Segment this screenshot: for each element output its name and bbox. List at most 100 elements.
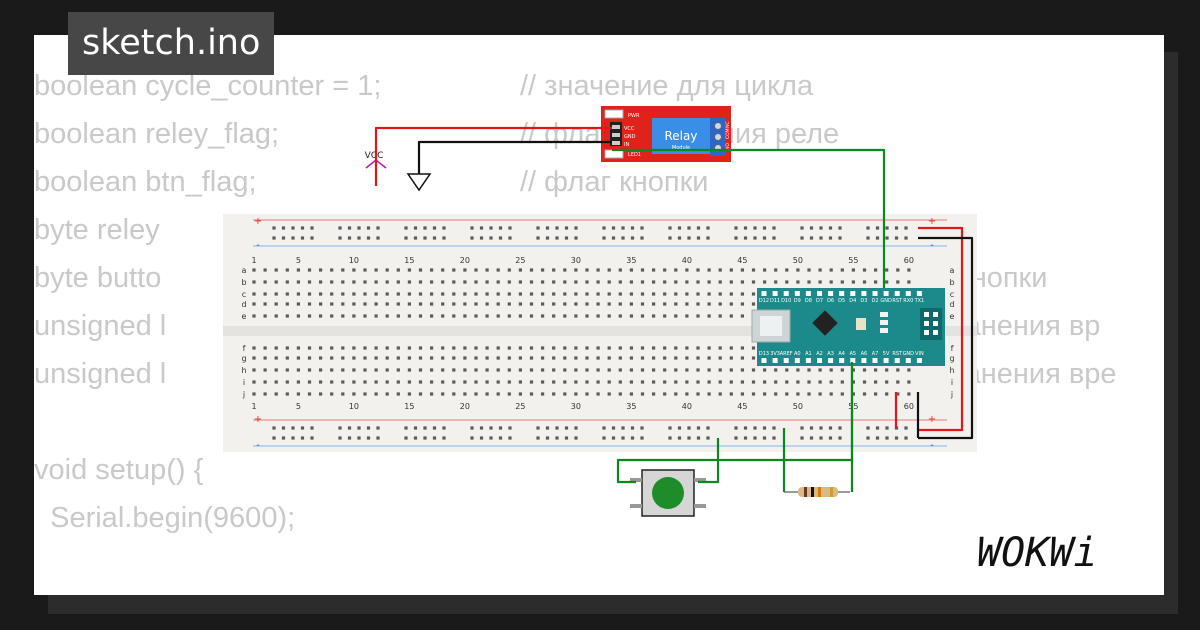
breadboard-hole [252, 268, 256, 272]
pin-label: A6 [861, 351, 868, 357]
breadboard-hole [685, 392, 689, 396]
breadboard-hole [470, 226, 474, 230]
breadboard-hole [674, 346, 678, 350]
column-label: 35 [626, 256, 636, 265]
breadboard-hole [498, 426, 503, 430]
breadboard-hole [529, 380, 534, 384]
breadboard-hole [385, 292, 389, 296]
breadboard-hole [285, 314, 289, 318]
button-cap [652, 477, 684, 509]
header-pin [905, 358, 911, 363]
breadboard-hole [452, 346, 456, 350]
breadboard-hole [507, 346, 511, 350]
breadboard-hole [485, 280, 489, 284]
breadboard-hole [441, 268, 445, 272]
file-tab[interactable]: sketch.ino [68, 12, 275, 75]
breadboard-hole [274, 314, 278, 318]
header-pin [817, 358, 822, 363]
breadboard-hole [307, 292, 312, 296]
breadboard-hole [366, 226, 371, 230]
breadboard-hole [496, 392, 500, 396]
wire-relay-signal [612, 148, 886, 288]
breadboard-hole [674, 356, 678, 360]
breadboard-hole [541, 380, 545, 384]
breadboard-hole [718, 368, 722, 372]
breadboard-hole [687, 226, 691, 230]
breadboard-hole [352, 292, 356, 296]
breadboard-hole [874, 392, 878, 396]
breadboard-hole [396, 268, 400, 272]
column-label: 60 [904, 402, 914, 411]
breadboard-hole [629, 292, 633, 296]
breadboard-hole [507, 314, 511, 318]
components[interactable]: VCC [365, 151, 850, 517]
breadboard-hole [629, 302, 633, 306]
breadboard-hole [596, 368, 600, 372]
header-pin [883, 291, 889, 296]
column-label: 15 [404, 402, 414, 411]
breadboard-hole [274, 392, 278, 396]
breadboard-hole [536, 426, 540, 430]
relay-block [652, 118, 710, 154]
breadboard-hole [555, 236, 559, 240]
relay-led [604, 109, 624, 119]
breadboard-hole [252, 280, 256, 284]
breadboard-hole [430, 392, 434, 396]
breadboard-hole [319, 356, 323, 360]
breadboard-hole [729, 346, 733, 350]
terminal-label: COM [725, 128, 731, 139]
breadboard-hole [474, 392, 478, 396]
breadboard-hole [663, 392, 667, 396]
breadboard-hole [696, 226, 701, 230]
breadboard-hole [485, 380, 489, 384]
column-label: 15 [404, 256, 414, 265]
breadboard-hole [485, 302, 489, 306]
breadboard-hole [596, 292, 600, 296]
breadboard-hole [474, 368, 478, 372]
breadboard-hole [352, 268, 356, 272]
breadboard-hole [432, 436, 437, 440]
breadboard-hole [296, 356, 300, 360]
row-label: i [243, 378, 245, 387]
column-label: 35 [626, 402, 636, 411]
breadboard-hole [707, 314, 711, 318]
breadboard-hole [718, 280, 722, 284]
breadboard-hole [640, 268, 645, 272]
breadboard-hole [463, 280, 467, 284]
breadboard-hole [430, 346, 434, 350]
header-pin [839, 291, 845, 296]
breadboard-hole [452, 356, 456, 360]
breadboard-hole [652, 380, 656, 384]
breadboard-hole [602, 426, 606, 430]
breadboard-hole [774, 392, 778, 396]
pin-label: A2 [816, 351, 823, 357]
rail-sign: - [930, 440, 934, 451]
breadboard-hole [885, 280, 889, 284]
breadboard-hole [807, 392, 811, 396]
arduino-nano[interactable]: D12D13D113V3D10AREFD9A0D8A1D7A2D6A3D5A4D… [751, 288, 945, 366]
breadboard-hole [374, 292, 378, 296]
breadboard-hole [762, 426, 767, 430]
breadboard-hole [285, 356, 289, 360]
breadboard-hole [640, 292, 645, 296]
breadboard-hole [423, 426, 427, 430]
breadboard-hole [423, 436, 427, 440]
breadboard-hole [489, 226, 493, 230]
breadboard-hole [430, 302, 434, 306]
row-label: f [243, 344, 246, 353]
row-label: c [242, 290, 246, 299]
breadboard-hole [696, 368, 700, 372]
breadboard-hole [489, 436, 493, 440]
breadboard-hole [508, 236, 512, 240]
header-pin [828, 358, 834, 363]
breadboard-hole [774, 268, 778, 272]
breadboard-hole [474, 380, 478, 384]
breadboard-hole [851, 280, 855, 284]
breadboard-hole [274, 268, 278, 272]
breadboard-hole [729, 392, 733, 396]
breadboard-hole [706, 226, 710, 230]
row-label: j [242, 390, 245, 399]
breadboard-hole [307, 380, 312, 384]
